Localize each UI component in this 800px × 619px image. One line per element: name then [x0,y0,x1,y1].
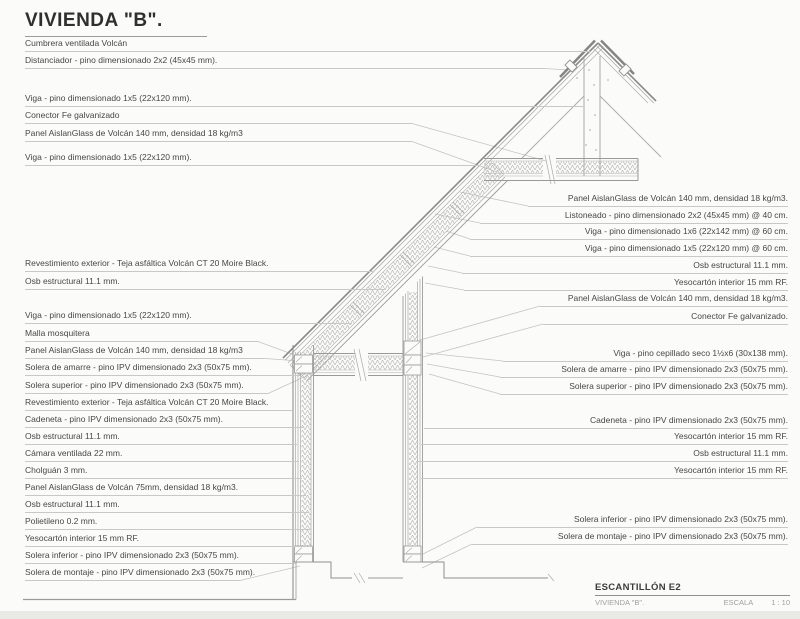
interior-ceiling [313,348,403,382]
callout-label: Polietileno 0.2 mm. [25,516,311,530]
title-block: ESCANTILLÓN E2 VIVIENDA "B". ESCALA 1 : … [595,582,790,607]
callout-label: Yesocartón interior 15 mm RF. [464,277,788,291]
callout-label: Solera inferior - pino IPV dimensionado … [25,550,295,564]
callout-label: Solera de amarre - pino IPV dimensionado… [500,364,788,378]
callout-label: Revestimiento exterior - Teja asfáltica … [25,258,374,272]
callout-label: Panel AislanGlass de Volcán 140 mm, dens… [25,128,412,142]
callout-label: Osb estructural 11.1 mm. [462,260,788,274]
callout-label: Cumbrera ventilada Volcán [25,38,590,52]
callout-label: Cadeneta - pino IPV dimensionado 2x3 (50… [25,414,303,428]
project-name: VIVIENDA "B". [595,598,645,607]
callout-label: Revestimiento exterior - Teja asfáltica … [25,397,293,411]
callout-label: Osb estructural 11.1 mm. [25,431,297,445]
callout-label: Conector Fe galvanizado [25,110,412,124]
callout-label: Distanciador - pino dimensionado 2x2 (45… [25,55,545,69]
callout-label: Panel AislanGlass de Volcán 140 mm, dens… [25,345,265,359]
callout-label: Conector Fe galvanizado. [543,311,788,325]
callout-label: Panel AislanGlass de Volcán 75mm, densid… [25,482,306,496]
callout-label: Solera de amarre - pino IPV dimensionado… [25,362,300,376]
callout-label: Solera de montaje - pino IPV dimensionad… [25,567,255,581]
callout-label: Cholguán 3 mm. [25,465,302,479]
callout-label: Osb estructural 11.1 mm. [418,448,788,462]
scale-value: 1 : 10 [771,598,790,607]
callout-label: Viga - pino cepillado seco 1½x6 (30x138 … [503,348,788,362]
page-title: VIVIENDA "B". [25,10,207,37]
callout-label: Yesocartón interior 15 mm RF. [421,465,788,479]
callout-label: Viga - pino dimensionado 1x5 (22x120 mm)… [470,243,788,257]
callout-label: Viga - pino dimensionado 1x5 (22x120 mm)… [25,93,583,107]
callout-label: Solera inferior - pino IPV dimensionado … [477,514,788,528]
callout-label: Listoneado - pino dimensionado 2x2 (45x4… [480,210,788,224]
callout-label: Yesocartón interior 15 mm RF. [421,431,788,445]
callout-label: Osb estructural 11.1 mm. [25,276,385,290]
callout-label: Yesocartón interior 15 mm RF. [25,533,313,547]
upper-ceiling [484,154,639,185]
detail-name: ESCANTILLÓN E2 [595,582,790,596]
callout-label: Solera de montaje - pino IPV dimensionad… [472,531,788,545]
callout-label: Osb estructural 11.1 mm. [25,499,309,513]
floor-lines [353,572,555,584]
left-wall [23,345,352,601]
callout-label: Viga - pino dimensionado 1x6 (22x142 mm)… [470,226,788,240]
callout-label: Viga - pino dimensionado 1x5 (22x120 mm)… [25,310,352,324]
callout-label: Viga - pino dimensionado 1x5 (22x120 mm)… [25,152,480,166]
callout-label: Panel AislanGlass de Volcán 140 mm, dens… [528,193,788,207]
callout-label: Cámara ventilada 22 mm. [25,448,299,462]
callout-label: Solera superior - pino IPV dimensionado … [500,381,788,395]
callout-label: Malla mosquitera [25,328,258,342]
right-wall [402,276,548,579]
scan-edge [0,611,800,619]
callout-label: Panel AislanGlass de Volcán 140 mm, dens… [540,293,788,307]
callout-label: Solera superior - pino IPV dimensionado … [25,380,268,394]
callout-label: Cadeneta - pino IPV dimensionado 2x3 (50… [424,415,788,429]
scale-label: ESCALA [723,598,754,607]
